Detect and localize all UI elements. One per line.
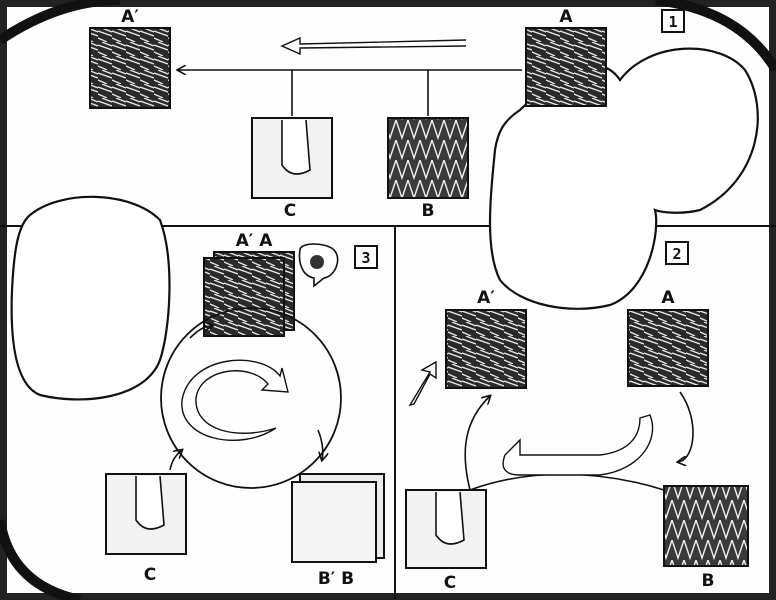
panel-3-number-box	[354, 245, 378, 269]
panel-1-label-c: C	[284, 201, 296, 221]
panel-1-hand-sketch	[281, 119, 311, 175]
panel-3-bubble-face-icon	[310, 255, 324, 269]
panel-3-arrow-to-b	[317, 429, 323, 460]
panel-2-tile-a-prime	[445, 309, 527, 389]
panel-3-arrow-to-a	[189, 326, 212, 339]
panel-3: 3 A′ A C B′ B	[105, 231, 385, 589]
panel-2-label-c: C	[444, 573, 456, 593]
corner-shade-tr	[655, 0, 776, 73]
panel-3-loop-circle	[160, 307, 342, 489]
panel-3-tile-b-prime	[291, 481, 377, 563]
panel-2-hollow-arrow	[502, 414, 654, 476]
panel-1-label-b: B	[422, 201, 435, 221]
panel-2-label-b: B	[702, 571, 715, 591]
panel-1: 1 A′ A C B	[89, 7, 685, 221]
panel-3-hand-sketch	[135, 475, 165, 530]
panel-1-label-a-prime: A′	[121, 7, 139, 27]
panel-3-tile-a-prime	[203, 257, 285, 337]
panel-2-label-a-prime: A′	[477, 288, 495, 308]
panel-2: 2 A′ A C B	[405, 241, 749, 593]
panel-3-label-c: C	[144, 565, 156, 585]
panel-2-arrow-a-to-b	[678, 391, 694, 462]
corner-shade-bl	[0, 519, 82, 600]
panel-2-number: 2	[672, 245, 681, 263]
panel-2-label-a: A	[661, 288, 675, 308]
panel-1-label-a: A	[559, 7, 573, 27]
panel-3-label-b-prime-b: B′ B	[318, 569, 354, 589]
panel-1-number-box	[661, 9, 685, 33]
panel-1-hollow-arrow	[280, 36, 467, 56]
panel-2-small-arrow	[408, 360, 437, 407]
speech-bubble-right	[488, 47, 759, 310]
panel-3-hollow-spiral-arrow	[181, 359, 289, 441]
panel-2-number-box	[665, 241, 689, 265]
panel-2-tile-b	[663, 485, 749, 567]
panel-3-number: 3	[361, 249, 370, 267]
panel-2-hand-sketch	[435, 491, 465, 545]
panel-1-number: 1	[668, 13, 677, 31]
corner-shade-tl	[0, 0, 121, 45]
panel-3-label-a-prime-a: A′ A	[236, 231, 274, 251]
panel-2-tile-a	[627, 309, 709, 387]
panel-1-tile-b	[387, 117, 469, 199]
panel-2-arc-bottom	[469, 473, 665, 491]
speech-bubble-left	[10, 195, 171, 401]
panel-2-arrow-c-to-a-prime	[464, 396, 490, 491]
panel-1-tile-a	[525, 27, 607, 107]
panel-3-arrow-c	[169, 450, 182, 471]
panel-1-tile-a-prime	[89, 27, 171, 109]
